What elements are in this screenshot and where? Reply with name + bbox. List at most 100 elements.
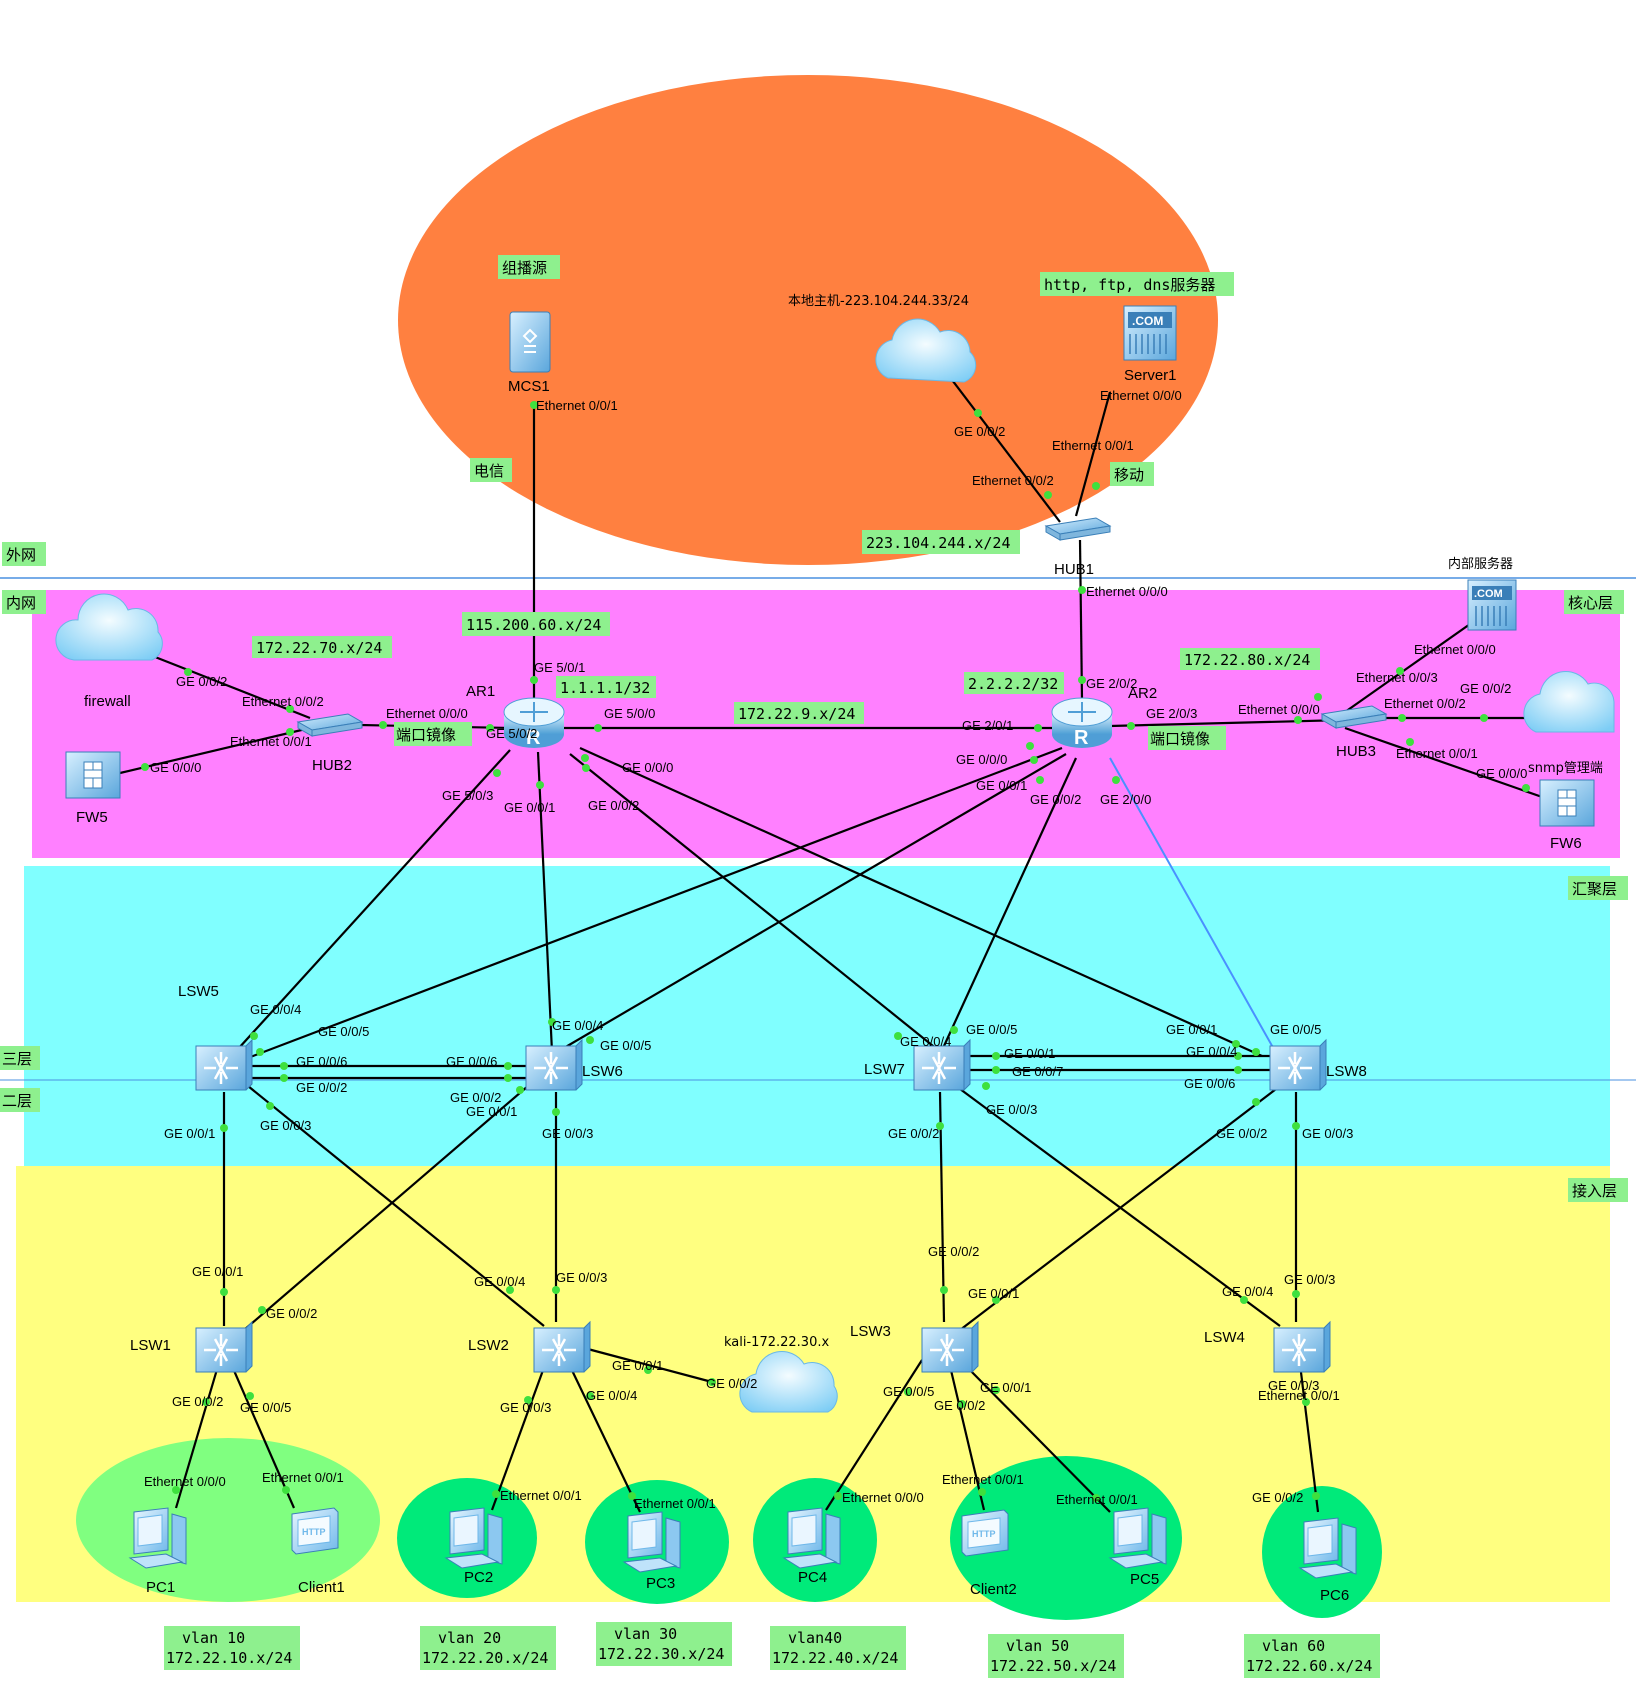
fw6-label: FW6 bbox=[1550, 835, 1582, 852]
kali-cloud[interactable] bbox=[739, 1351, 838, 1413]
snmp-label: snmp管理端 bbox=[1528, 761, 1603, 776]
port-label: Ethernet 0/0/2 bbox=[1384, 696, 1466, 711]
port-label: GE 0/0/5 bbox=[1270, 1022, 1321, 1037]
switch-arrows-icon bbox=[922, 1052, 956, 1084]
fw5-device[interactable]: FW5 bbox=[65, 751, 121, 826]
port-label: Ethernet 0/0/1 bbox=[1056, 1492, 1138, 1507]
port-label: GE 0/0/4 bbox=[586, 1388, 637, 1403]
svg-text:.COM: .COM bbox=[1132, 314, 1163, 328]
port-label: GE 0/0/1 bbox=[980, 1380, 1031, 1395]
port-label: Ethernet 0/0/1 bbox=[230, 734, 312, 749]
port-label: GE 0/0/4 bbox=[900, 1034, 951, 1049]
cloud-icon bbox=[55, 593, 163, 661]
port-label: GE 0/0/2 bbox=[1030, 792, 1081, 807]
port-label: GE 0/0/2 bbox=[296, 1080, 347, 1095]
vlan-name-2: vlan 30 bbox=[614, 1625, 677, 1643]
lsw1-switch[interactable]: LSW1 bbox=[130, 1320, 253, 1373]
port-label: GE 2/0/0 bbox=[1100, 792, 1151, 807]
fw6-device[interactable]: FW6 bbox=[1539, 779, 1595, 852]
vlan-net-0: 172.22.10.x/24 bbox=[166, 1649, 292, 1667]
external-network-zone bbox=[398, 75, 1218, 565]
port-label: GE 0/0/5 bbox=[966, 1022, 1017, 1037]
lsw8-switch[interactable]: LSW8 bbox=[1269, 1038, 1367, 1091]
port-label: GE 0/0/3 bbox=[556, 1270, 607, 1285]
hub3-device[interactable]: HUB3 bbox=[1320, 705, 1388, 760]
ar2-router[interactable]: R AR2 bbox=[1051, 685, 1157, 749]
zone-aggregation-label: 汇聚层 bbox=[1572, 881, 1617, 898]
port-label: Ethernet 0/0/1 bbox=[262, 1470, 344, 1485]
firewall-brick-icon bbox=[83, 761, 103, 789]
lsw3-switch[interactable]: LSW3 bbox=[850, 1320, 979, 1373]
pc2-host[interactable]: PC2 bbox=[444, 1507, 503, 1586]
port-label: GE 0/0/2 bbox=[176, 674, 227, 689]
lsw2-label: LSW2 bbox=[468, 1337, 509, 1354]
pc1-host[interactable]: PC1 bbox=[128, 1507, 187, 1596]
internal-server-device[interactable]: .COM bbox=[1467, 579, 1517, 631]
port-label: GE 0/0/2 bbox=[172, 1394, 223, 1409]
port-label: Ethernet 0/0/1 bbox=[1258, 1388, 1340, 1403]
hub2-device[interactable]: HUB2 bbox=[296, 713, 364, 774]
server1-label: Server1 bbox=[1124, 367, 1177, 384]
local-host-cloud[interactable] bbox=[875, 318, 977, 383]
pc4-host[interactable]: PC4 bbox=[782, 1507, 841, 1586]
firewall-cloud[interactable]: firewall bbox=[55, 593, 163, 710]
lsw8-label: LSW8 bbox=[1326, 1063, 1367, 1080]
zone-core-label: 核心层 bbox=[1568, 595, 1613, 612]
fw5-label: FW5 bbox=[76, 809, 108, 826]
port-label: GE 5/0/3 bbox=[442, 788, 493, 803]
port-label: Ethernet 0/0/0 bbox=[1414, 642, 1496, 657]
port-label: GE 2/0/1 bbox=[962, 718, 1013, 733]
port-label: Ethernet 0/0/1 bbox=[500, 1488, 582, 1503]
svg-text:R: R bbox=[1074, 727, 1089, 749]
port-label: GE 0/0/1 bbox=[612, 1358, 663, 1373]
lsw1-label: LSW1 bbox=[130, 1337, 171, 1354]
lsw6-switch[interactable]: LSW6 bbox=[525, 1038, 623, 1091]
port-label: GE 0/0/2 bbox=[450, 1090, 501, 1105]
port-label: GE 0/0/6 bbox=[446, 1054, 497, 1069]
pc5-host[interactable]: PC5 bbox=[1108, 1507, 1167, 1588]
lsw2-switch[interactable]: LSW2 bbox=[468, 1320, 591, 1373]
port-label: GE 0/0/3 bbox=[1284, 1272, 1335, 1287]
port-label: GE 0/0/3 bbox=[542, 1126, 593, 1141]
port-label: GE 0/0/3 bbox=[1302, 1126, 1353, 1141]
port-label: GE 0/0/7 bbox=[1012, 1064, 1063, 1079]
pc6-host[interactable]: PC6 bbox=[1298, 1517, 1357, 1604]
svg-text:.COM: .COM bbox=[1474, 588, 1503, 600]
port-label: Ethernet 0/0/0 bbox=[144, 1474, 226, 1489]
core-link-tag: 172.22.9.x/24 bbox=[738, 705, 855, 723]
hub2-label: HUB2 bbox=[312, 757, 352, 774]
ar1-loopback-tag: 1.1.1.1/32 bbox=[560, 679, 650, 697]
ar1-router[interactable]: R AR1 bbox=[466, 683, 565, 749]
svg-text:HTTP: HTTP bbox=[302, 1527, 326, 1537]
vlan-net-5: 172.22.60.x/24 bbox=[1246, 1657, 1372, 1675]
port-label: GE 0/0/2 bbox=[928, 1244, 979, 1259]
pc3-host[interactable]: PC3 bbox=[622, 1511, 681, 1592]
cloud-icon bbox=[875, 318, 977, 383]
port-label: GE 0/0/1 bbox=[976, 778, 1027, 793]
port-mirror-1-label: 端口镜像 bbox=[396, 726, 456, 744]
lsw6-label: LSW6 bbox=[582, 1063, 623, 1080]
hub1-device[interactable]: HUB1 bbox=[1044, 517, 1112, 578]
port-label: GE 0/0/4 bbox=[552, 1018, 603, 1033]
server1-device[interactable]: .COM Server1 bbox=[1123, 305, 1177, 384]
firewall-label: firewall bbox=[84, 693, 131, 710]
port-label: GE 0/0/3 bbox=[986, 1102, 1037, 1117]
port-label: GE 0/0/3 bbox=[260, 1118, 311, 1133]
lsw4-switch[interactable]: LSW4 bbox=[1204, 1320, 1331, 1373]
port-label: Ethernet 0/0/0 bbox=[1100, 388, 1182, 403]
telecom-net-tag: 115.200.60.x/24 bbox=[466, 616, 601, 634]
port-label: GE 0/0/5 bbox=[318, 1024, 369, 1039]
port-label: GE 0/0/5 bbox=[883, 1384, 934, 1399]
port-label: GE 0/0/2 bbox=[888, 1126, 939, 1141]
port-label: GE 0/0/6 bbox=[1184, 1076, 1235, 1091]
port-label: GE 0/0/1 bbox=[466, 1104, 517, 1119]
mcs1-device[interactable]: MCS1 bbox=[508, 311, 551, 395]
lsw7-switch[interactable]: LSW7 bbox=[864, 1038, 971, 1091]
port-label: Ethernet 0/0/1 bbox=[634, 1496, 716, 1511]
lsw5-switch[interactable]: LSW5 bbox=[178, 983, 253, 1091]
snmp-cloud[interactable] bbox=[1523, 671, 1615, 733]
